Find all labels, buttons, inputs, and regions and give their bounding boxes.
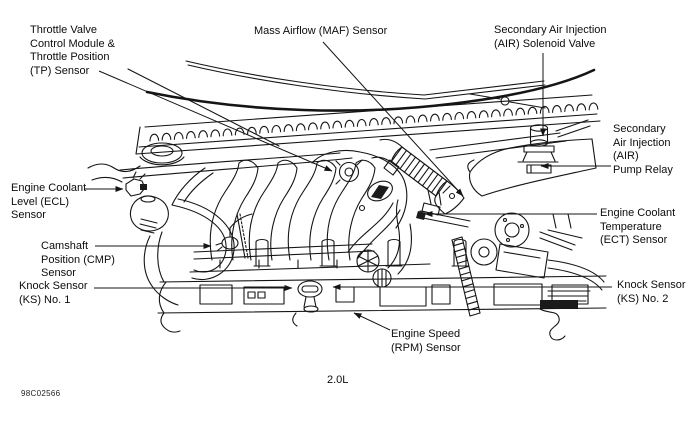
callout-air-solenoid: Secondary Air Injection (AIR) Solenoid V… xyxy=(494,24,607,50)
cowl-windshield-art xyxy=(87,60,601,183)
throttle-body-plenum-part xyxy=(311,149,408,229)
callout-knock-sensor-1: Knock Sensor (KS) No. 1 xyxy=(19,280,88,306)
right-panel-art xyxy=(467,138,597,197)
engine-displacement-label: 2.0L xyxy=(327,374,349,386)
callout-tp-sensor: Throttle Valve Control Module & Throttle… xyxy=(30,24,115,77)
left-engine-art xyxy=(125,167,253,306)
air-solenoid-valve-part xyxy=(517,124,559,174)
callout-ect-sensor: Engine Coolant Temperature (ECT) Sensor xyxy=(600,207,676,246)
lower-block-art xyxy=(157,275,607,341)
engine-line-art-procedural xyxy=(149,102,599,317)
center-engine-art xyxy=(189,189,605,317)
figure-id-code: 98C02566 xyxy=(21,389,61,398)
leader-lines xyxy=(84,41,612,331)
callout-rpm-sensor: Engine Speed (RPM) Sensor xyxy=(391,328,461,354)
callout-knock-sensor-2: Knock Sensor (KS) No. 2 xyxy=(617,279,686,305)
leader-tp-sensor xyxy=(98,70,333,172)
callout-air-pump-relay: Secondary Air Injection (AIR) Pump Relay xyxy=(613,123,673,176)
leader-maf-sensor xyxy=(322,41,464,197)
callout-cmp-sensor: Camshaft Position (CMP) Sensor xyxy=(41,240,115,279)
callout-ecl-sensor: Engine Coolant Level (ECL) Sensor xyxy=(11,182,87,221)
leader-rpm-sensor xyxy=(353,312,391,331)
maf-intake-tube-part xyxy=(371,138,465,215)
callout-maf-sensor: Mass Airflow (MAF) Sensor xyxy=(254,25,388,37)
